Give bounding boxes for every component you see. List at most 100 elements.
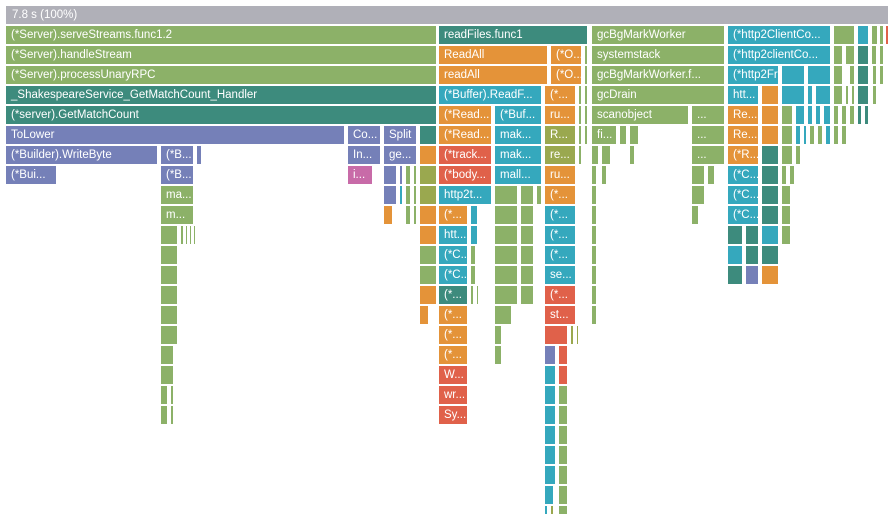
frame-d6-5[interactable] xyxy=(419,145,437,165)
frame-d14-5[interactable] xyxy=(591,305,597,325)
frame-d1-6[interactable] xyxy=(833,45,843,65)
frame-d10-8[interactable] xyxy=(494,225,518,245)
frame-htt[interactable]: htt... xyxy=(727,85,759,105)
frame-se[interactable]: se... xyxy=(544,265,576,285)
frame-d15-2[interactable] xyxy=(494,325,502,345)
frame-d0-4[interactable] xyxy=(833,25,855,45)
frame-d0-5[interactable] xyxy=(857,25,869,45)
frame-d8-9[interactable] xyxy=(536,185,542,205)
frame-d10-12[interactable] xyxy=(727,225,743,245)
frame-d18-0[interactable] xyxy=(160,385,168,405)
frame-d12-8[interactable] xyxy=(727,265,743,285)
frame-d12-4[interactable] xyxy=(494,265,518,285)
frame-gcbgmarkworker-f[interactable]: gcBgMarkWorker.f... xyxy=(591,65,725,85)
frame-d23-0[interactable] xyxy=(544,485,554,505)
frame-d6-16[interactable] xyxy=(781,145,793,165)
frame-d2-10[interactable] xyxy=(857,65,869,85)
frame-d11-5[interactable] xyxy=(520,245,534,265)
frame-d4-4[interactable] xyxy=(578,105,582,125)
frame-d8-14[interactable] xyxy=(761,185,779,205)
frame-d8-3[interactable] xyxy=(405,185,411,205)
frame-d10-13[interactable] xyxy=(745,225,759,245)
frame-d6-9[interactable] xyxy=(578,145,582,165)
frame-d7-5[interactable] xyxy=(405,165,411,185)
frame-d5-21[interactable] xyxy=(833,125,839,145)
frame-d8-1[interactable] xyxy=(383,185,397,205)
frame-d5-3[interactable] xyxy=(419,125,437,145)
frame-d16-4[interactable] xyxy=(558,345,568,365)
frame-d1-8[interactable] xyxy=(857,45,869,65)
frame-d5-11[interactable] xyxy=(629,125,639,145)
frame-d22-0[interactable] xyxy=(544,465,556,485)
frame-d3-7[interactable] xyxy=(761,85,779,105)
frame-d13-0[interactable] xyxy=(160,285,178,305)
frame-d9-11[interactable] xyxy=(691,205,699,225)
frame-gcdrain[interactable]: gcDrain xyxy=(591,85,725,105)
frame-d17-3[interactable] xyxy=(558,365,568,385)
frame-d10-2[interactable] xyxy=(185,225,188,245)
frame-d4-19[interactable] xyxy=(864,105,869,125)
frame-d3-12[interactable] xyxy=(845,85,849,105)
frame-d10-3[interactable] xyxy=(189,225,192,245)
frame-d2-6[interactable] xyxy=(781,65,805,85)
frame-d8-12[interactable] xyxy=(691,185,705,205)
frame-d5-16[interactable] xyxy=(795,125,801,145)
frame-d5-10[interactable] xyxy=(619,125,627,145)
frame-d7-16[interactable] xyxy=(761,165,779,185)
frame-d16-3[interactable] xyxy=(544,345,556,365)
frame-d10-4[interactable] xyxy=(193,225,196,245)
frame-d16-2[interactable] xyxy=(494,345,502,365)
frame-d4-11[interactable] xyxy=(795,105,805,125)
frame-d13-2[interactable]: (*... xyxy=(438,285,468,305)
frame-wr[interactable]: wr... xyxy=(438,385,468,405)
frame-d19-1[interactable] xyxy=(170,405,174,425)
frame-re[interactable]: Re... xyxy=(727,105,759,125)
frame-d5-17[interactable] xyxy=(803,125,807,145)
frame-d11-1[interactable] xyxy=(419,245,437,265)
frame-d4-18[interactable] xyxy=(857,105,862,125)
frame-d14-3[interactable] xyxy=(494,305,512,325)
frame-d13-3[interactable] xyxy=(470,285,474,305)
frame-d3-14[interactable] xyxy=(857,85,869,105)
frame-d18-3[interactable] xyxy=(544,385,556,405)
frame-sy[interactable]: Sy... xyxy=(438,405,468,425)
frame-i[interactable]: i... xyxy=(347,165,373,185)
frame-d15-5[interactable] xyxy=(576,325,579,345)
frame-d3-13[interactable] xyxy=(851,85,855,105)
frame-c[interactable]: (*C... xyxy=(727,185,759,205)
frame-r[interactable]: (*R... xyxy=(727,145,759,165)
frame-track[interactable]: (*track... xyxy=(438,145,492,165)
frame-d7-12[interactable] xyxy=(601,165,607,185)
frame-d3-9[interactable] xyxy=(807,85,813,105)
frame-d2-3[interactable] xyxy=(584,65,588,85)
frame-d5-8[interactable] xyxy=(584,125,588,145)
frame-ma[interactable]: ma... xyxy=(160,185,194,205)
frame-d7-3[interactable] xyxy=(383,165,397,185)
frame-d17-2[interactable] xyxy=(544,365,556,385)
frame-d9-4[interactable] xyxy=(419,205,437,225)
flamegraph-total-header[interactable]: 7.8 s (100%) xyxy=(5,5,889,25)
frame-d9-1[interactable] xyxy=(383,205,393,225)
frame-d9-9[interactable]: (*... xyxy=(544,205,576,225)
frame-d9-10[interactable] xyxy=(591,205,597,225)
frame-c[interactable]: (*C... xyxy=(727,165,759,185)
frame-d5-12[interactable]: ... xyxy=(691,125,725,145)
frame-d19-0[interactable] xyxy=(160,405,168,425)
frame-server-getmatchcount[interactable]: (*server).GetMatchCount xyxy=(5,105,437,125)
frame-mak[interactable]: mak... xyxy=(494,145,542,165)
frame-r[interactable]: R... xyxy=(544,125,576,145)
frame-m[interactable]: m... xyxy=(160,205,194,225)
frame-d13-5[interactable] xyxy=(494,285,518,305)
frame-d8-8[interactable] xyxy=(520,185,534,205)
frame-tolower[interactable]: ToLower xyxy=(5,125,345,145)
frame-d21-1[interactable] xyxy=(558,445,568,465)
frame-d0-6[interactable] xyxy=(871,25,878,45)
frame-d1-10[interactable] xyxy=(879,45,884,65)
frame-http2t[interactable]: http2t... xyxy=(438,185,492,205)
frame-readall[interactable]: readAll xyxy=(438,65,548,85)
frame-buffer-readf[interactable]: (*Buffer).ReadF... xyxy=(438,85,542,105)
frame-split[interactable]: Split xyxy=(383,125,417,145)
frame-d6-2[interactable] xyxy=(196,145,202,165)
frame-d15-4[interactable] xyxy=(570,325,574,345)
